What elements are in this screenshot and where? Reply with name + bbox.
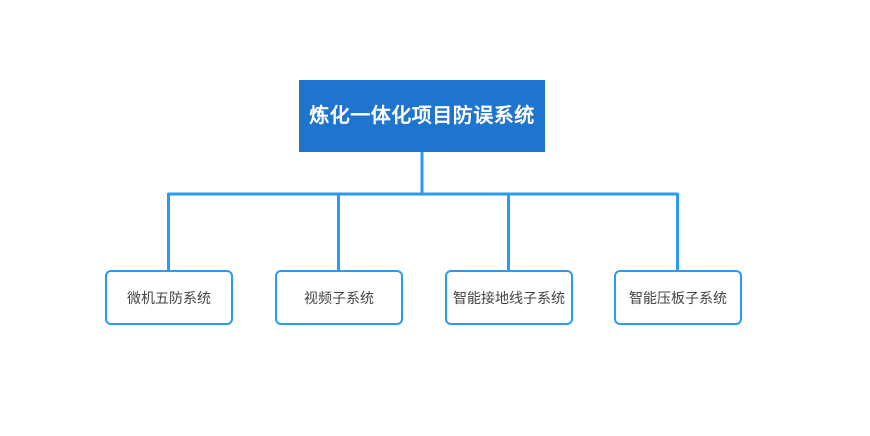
child-node-2[interactable]: 智能接地线子系统 xyxy=(445,270,573,325)
root-node-label: 炼化一体化项目防误系统 xyxy=(309,105,535,127)
child-node-label-1: 视频子系统 xyxy=(304,289,374,306)
child-node-3[interactable]: 智能压板子系统 xyxy=(614,270,742,325)
child-node-label-2: 智能接地线子系统 xyxy=(453,289,565,306)
child-node-0[interactable]: 微机五防系统 xyxy=(105,270,233,325)
child-node-1[interactable]: 视频子系统 xyxy=(275,270,403,325)
child-node-label-0: 微机五防系统 xyxy=(127,289,211,306)
root-node[interactable]: 炼化一体化项目防误系统 xyxy=(299,80,545,152)
child-node-label-3: 智能压板子系统 xyxy=(629,289,727,306)
